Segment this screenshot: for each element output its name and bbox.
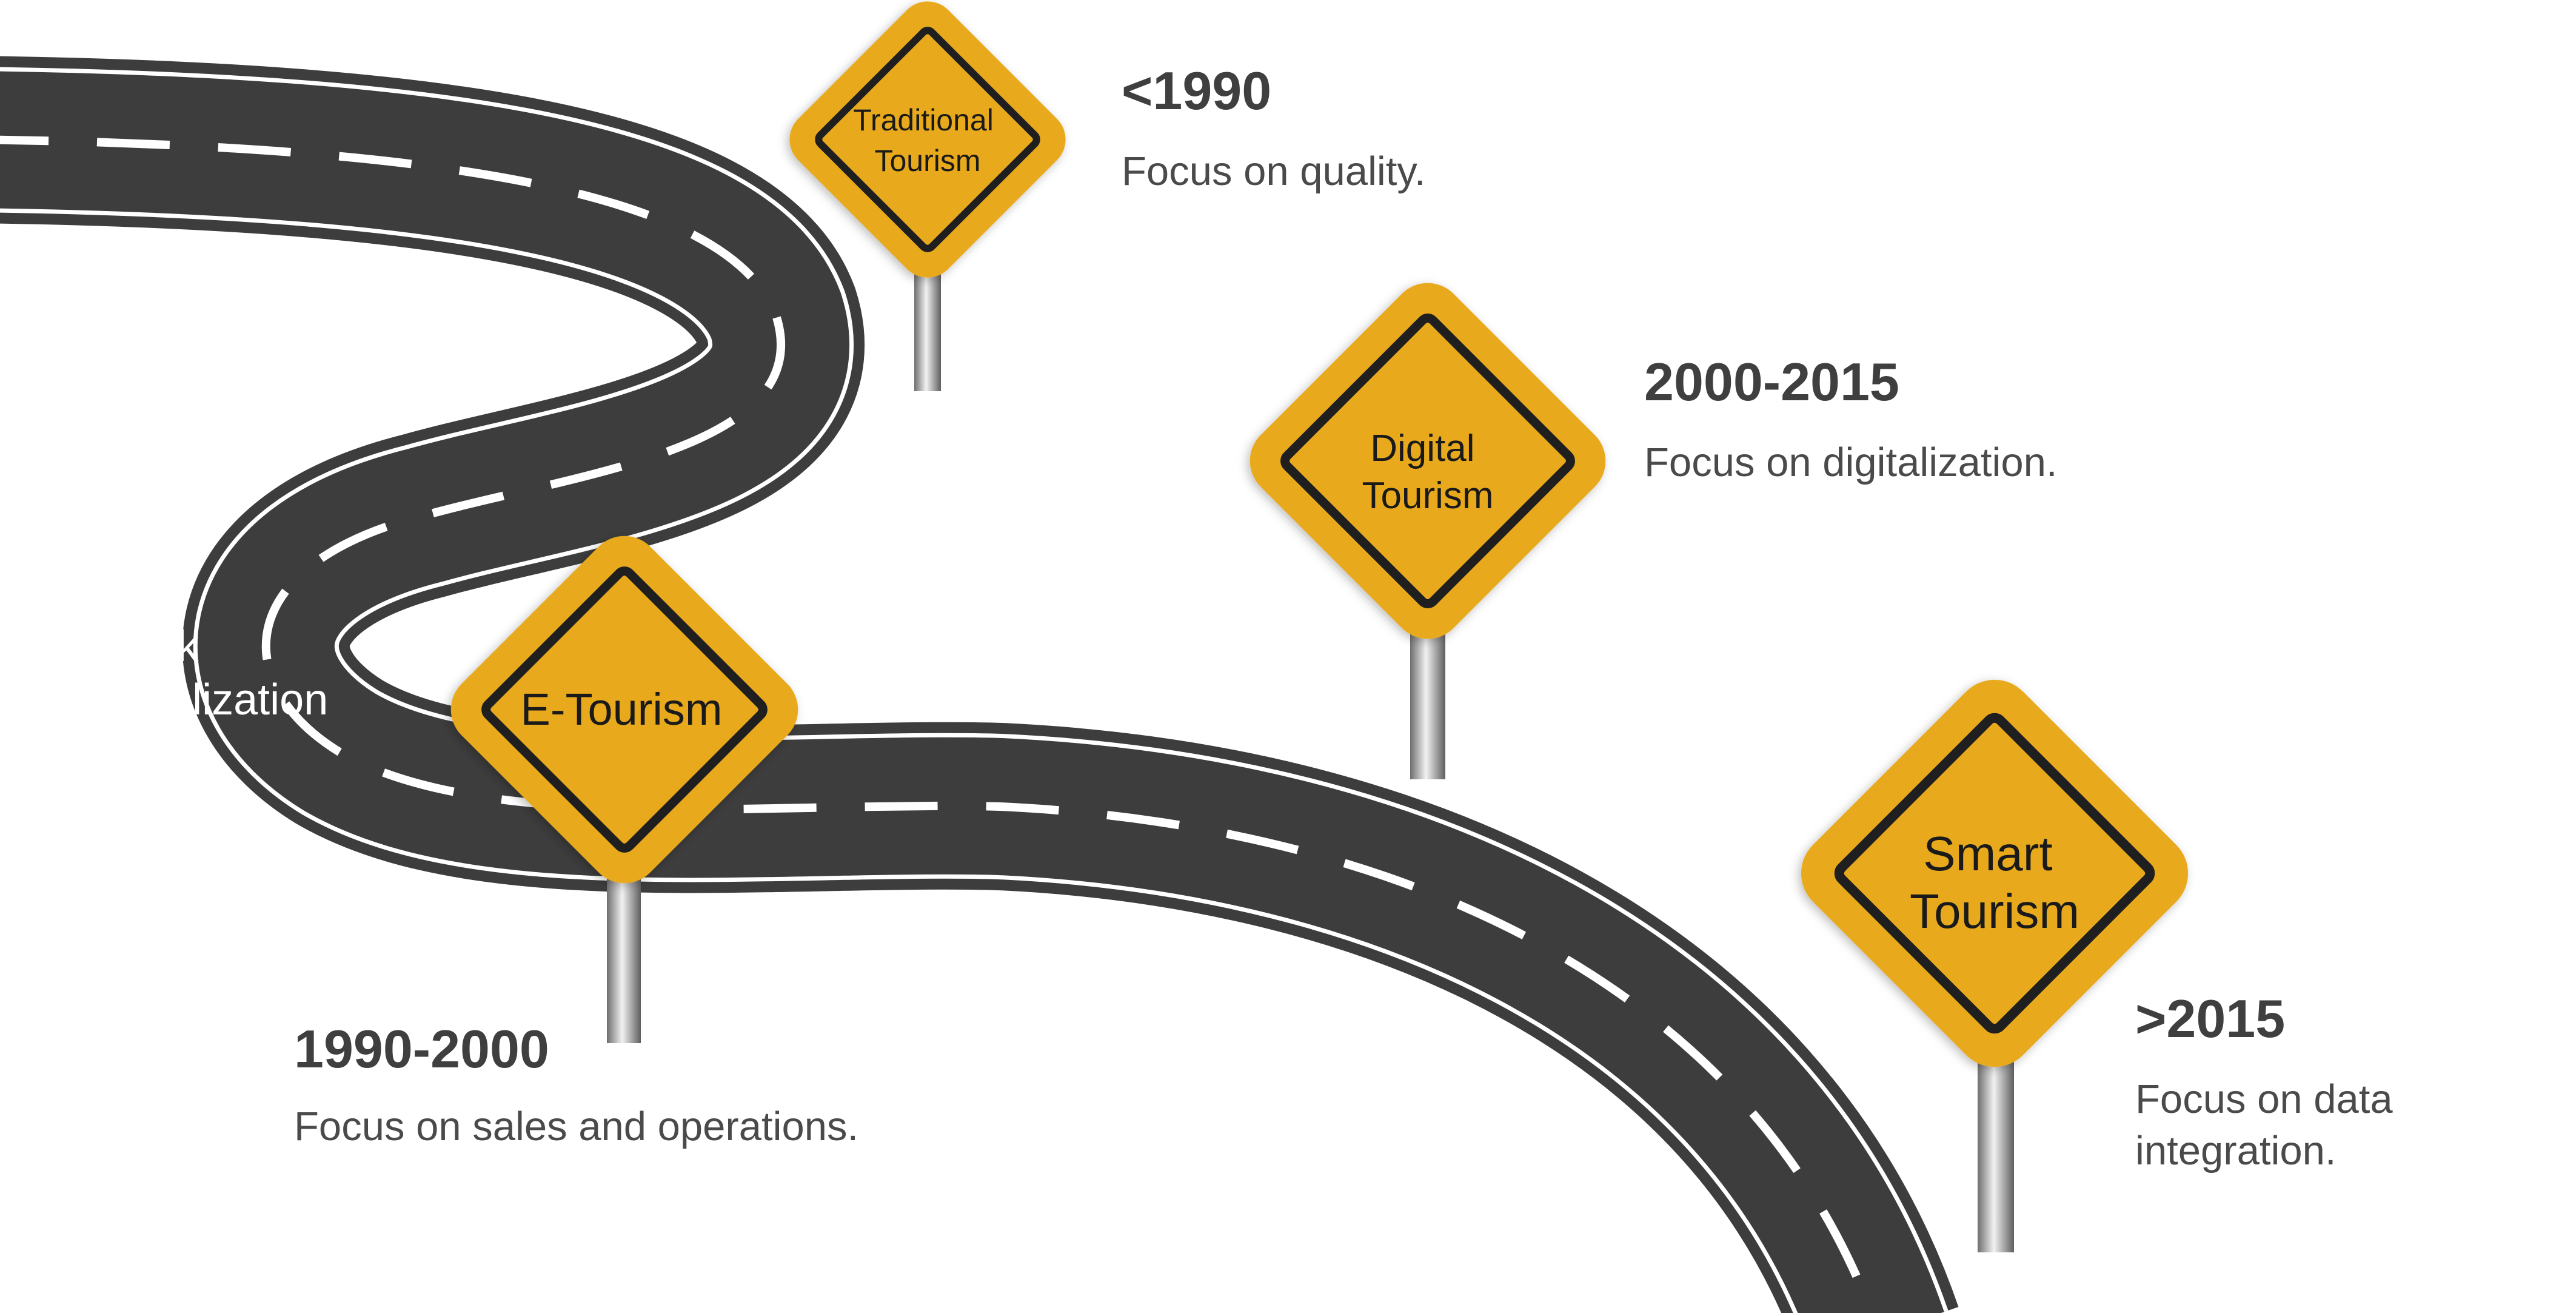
era-etourism: 1990-2000 Focus on sales and operations. (294, 1019, 858, 1149)
sign-pole (607, 861, 641, 1043)
sign-label: Digital Tourism (1362, 428, 1493, 517)
sign-e-tourism: E-Tourism (450, 536, 798, 1043)
era-year: 2000-2015 (1644, 352, 1899, 412)
sign-label: Traditional Tourism (853, 103, 1002, 178)
sign-label: E-Tourism (520, 684, 722, 734)
sign-plate (1801, 679, 2189, 1067)
era-traditional: <1990 Focus on quality. (1122, 61, 1426, 194)
era-description: Focus on sales and operations. (294, 1104, 858, 1149)
era-year: <1990 (1122, 61, 1271, 121)
sign-plate (450, 536, 798, 884)
sign-plate (789, 1, 1066, 278)
winding-road (0, 49, 1965, 1313)
road-center-dashes (0, 135, 1876, 1313)
era-description: Focus on digitalization. (1644, 440, 2058, 485)
era-description: Focus on quality. (1122, 149, 1426, 194)
sign-pole (914, 261, 941, 391)
sign-label: Smart Tourism (1910, 827, 2079, 938)
sign-plate (1250, 283, 1606, 639)
sign-plate-border (815, 27, 1040, 252)
weak-digitalization-label: Weak digitalization (88, 622, 328, 724)
sign-digital-tourism: Digital Tourism (1250, 283, 1606, 779)
sign-traditional-tourism: Traditional Tourism (789, 1, 1066, 391)
sign-pole (1978, 1043, 2014, 1252)
era-year: >2015 (2135, 989, 2285, 1049)
sign-plate-border (1280, 314, 1575, 608)
strong-digitalization-label: Strong digitalization (1367, 1247, 1748, 1295)
era-year: 1990-2000 (294, 1019, 549, 1079)
sign-plate-border (481, 566, 768, 853)
era-digital: 2000-2015 Focus on digitalization. (1644, 352, 2058, 485)
era-smart: >2015 Focus on data integration. (2135, 989, 2404, 1174)
era-description: Focus on data integration. (2135, 1076, 2404, 1174)
sign-plate-border (1834, 713, 2155, 1034)
sign-smart-tourism: Smart Tourism (1801, 679, 2189, 1252)
